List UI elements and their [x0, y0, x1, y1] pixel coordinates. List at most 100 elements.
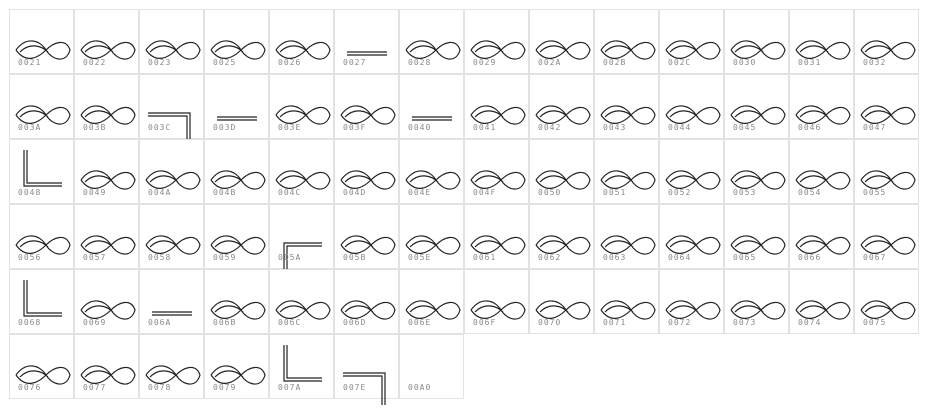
glyph-code-label: 0032	[863, 58, 887, 67]
glyph-code-label: 004A	[148, 188, 172, 197]
glyph-shape	[405, 170, 461, 190]
glyph-cell[interactable]: 0055	[854, 139, 919, 204]
glyph-cell[interactable]: 0025	[204, 9, 269, 74]
glyph-preview	[405, 235, 461, 255]
glyph-code-label: 003E	[278, 123, 302, 132]
glyph-cell[interactable]: 003B	[74, 74, 139, 139]
glyph-cell[interactable]: 0045	[724, 74, 789, 139]
glyph-cell[interactable]: 0063	[594, 204, 659, 269]
glyph-cell[interactable]: 0058	[139, 204, 204, 269]
glyph-shape	[283, 345, 322, 382]
glyph-cell[interactable]: 0054	[789, 139, 854, 204]
glyph-cell[interactable]: 0069	[74, 269, 139, 334]
glyph-cell[interactable]: 0078	[139, 334, 204, 399]
glyph-cell[interactable]: 004E	[399, 139, 464, 204]
glyph-code-label: 0040	[408, 123, 432, 132]
glyph-shape	[665, 170, 721, 190]
glyph-cell[interactable]: 006D	[334, 269, 399, 334]
glyph-cell[interactable]: 00A0	[399, 334, 464, 399]
glyph-shape	[340, 105, 396, 125]
glyph-cell[interactable]: 0021	[9, 9, 74, 74]
glyph-cell[interactable]: 0071	[594, 269, 659, 334]
glyph-cell[interactable]: 0066	[789, 204, 854, 269]
glyph-cell[interactable]: 004B	[204, 139, 269, 204]
glyph-cell[interactable]: 0026	[269, 9, 334, 74]
glyph-shape	[15, 40, 71, 60]
glyph-cell[interactable]: 0029	[464, 9, 529, 74]
glyph-cell[interactable]: 0074	[789, 269, 854, 334]
glyph-cell[interactable]: 003A	[9, 74, 74, 139]
glyph-cell[interactable]: 0077	[74, 334, 139, 399]
glyph-cell[interactable]: 0056	[9, 204, 74, 269]
glyph-cell[interactable]: 0073	[724, 269, 789, 334]
glyph-cell[interactable]: 0062	[529, 204, 594, 269]
glyph-cell[interactable]: 0042	[529, 74, 594, 139]
glyph-shape	[730, 105, 786, 125]
glyph-cell[interactable]: 0041	[464, 74, 529, 139]
glyph-cell[interactable]: 0072	[659, 269, 724, 334]
glyph-cell[interactable]: 002B	[594, 9, 659, 74]
glyph-cell[interactable]: 0079	[204, 334, 269, 399]
glyph-cell[interactable]: 007E	[334, 334, 399, 405]
glyph-cell[interactable]: 0064	[659, 204, 724, 269]
glyph-cell[interactable]: 0046	[789, 74, 854, 139]
glyph-preview	[80, 300, 136, 320]
glyph-preview	[795, 235, 851, 255]
glyph-cell[interactable]: 003E	[269, 74, 334, 139]
glyph-cell[interactable]: 004F	[464, 139, 529, 204]
glyph-cell[interactable]: 004C	[269, 139, 334, 204]
glyph-cell[interactable]: 0044	[659, 74, 724, 139]
glyph-shape	[470, 105, 526, 125]
glyph-preview	[665, 300, 721, 320]
glyph-cell[interactable]: 006F	[464, 269, 529, 334]
glyph-cell[interactable]: 0043	[594, 74, 659, 139]
glyph-code-label: 007E	[343, 383, 367, 392]
glyph-code-label: 0050	[538, 188, 562, 197]
glyph-cell[interactable]: 0059	[204, 204, 269, 269]
glyph-cell[interactable]: 005E	[399, 204, 464, 269]
glyph-cell[interactable]: 006B	[204, 269, 269, 334]
glyph-cell[interactable]: 0047	[854, 74, 919, 139]
glyph-cell[interactable]: 0022	[74, 9, 139, 74]
glyph-cell[interactable]: 005B	[334, 204, 399, 269]
glyph-code-label: 0052	[668, 188, 692, 197]
glyph-cell[interactable]: 006C	[269, 269, 334, 334]
glyph-cell[interactable]: 0057	[74, 204, 139, 269]
glyph-code-label: 0063	[603, 253, 627, 262]
glyph-cell[interactable]: 004D	[334, 139, 399, 204]
glyph-cell[interactable]: 0048	[9, 139, 74, 204]
glyph-cell[interactable]: 0067	[854, 204, 919, 269]
glyph-cell[interactable]: 002C	[659, 9, 724, 74]
glyph-cell[interactable]: 0031	[789, 9, 854, 74]
glyph-cell[interactable]: 0053	[724, 139, 789, 204]
glyph-cell[interactable]: 006E	[399, 269, 464, 334]
glyph-cell[interactable]: 003D	[204, 74, 269, 139]
glyph-preview	[405, 300, 461, 320]
glyph-cell[interactable]: 0028	[399, 9, 464, 74]
glyph-code-label: 006D	[343, 318, 367, 327]
glyph-cell[interactable]: 0068	[9, 269, 74, 334]
glyph-cell[interactable]: 0032	[854, 9, 919, 74]
glyph-cell[interactable]: 0049	[74, 139, 139, 204]
glyph-cell[interactable]: 003C	[139, 74, 204, 145]
glyph-cell[interactable]: 0023	[139, 9, 204, 74]
glyph-cell[interactable]: 002A	[529, 9, 594, 74]
glyph-cell[interactable]: 0052	[659, 139, 724, 204]
glyph-cell[interactable]: 0030	[724, 9, 789, 74]
glyph-cell[interactable]: 0065	[724, 204, 789, 269]
glyph-cell[interactable]: 0027	[334, 9, 399, 74]
glyph-shape	[340, 300, 396, 320]
glyph-cell[interactable]: 0050	[529, 139, 594, 204]
glyph-cell[interactable]: 0070	[529, 269, 594, 334]
glyph-cell[interactable]: 0040	[399, 74, 464, 139]
glyph-cell[interactable]: 005A	[269, 204, 334, 275]
glyph-cell[interactable]: 006A	[139, 269, 204, 334]
glyph-cell[interactable]: 007A	[269, 334, 334, 399]
glyph-cell[interactable]: 0051	[594, 139, 659, 204]
glyph-cell[interactable]: 0061	[464, 204, 529, 269]
glyph-cell[interactable]: 003F	[334, 74, 399, 139]
glyph-cell[interactable]: 0076	[9, 334, 74, 399]
glyph-cell[interactable]: 0075	[854, 269, 919, 334]
glyph-cell[interactable]: 004A	[139, 139, 204, 204]
